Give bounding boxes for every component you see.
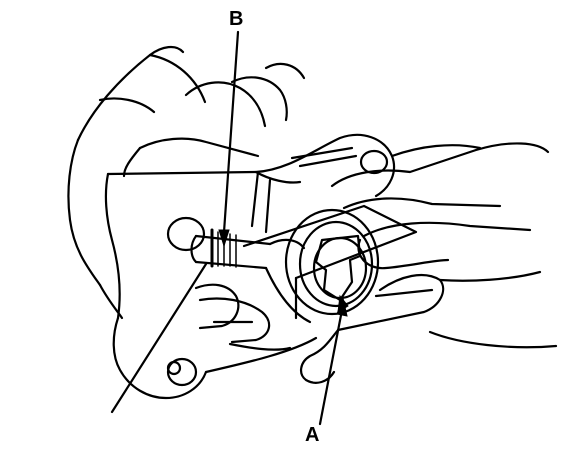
housing-edge-line xyxy=(110,262,208,414)
callout-label-a: A xyxy=(305,424,320,446)
callout-label-b: B xyxy=(229,8,244,30)
shaft-gear-b xyxy=(166,216,272,270)
left-hand-fingers xyxy=(98,283,292,351)
callout-a-leader xyxy=(318,296,348,426)
left-hand-outline xyxy=(67,45,306,287)
pump-housing xyxy=(104,133,396,400)
right-hand-outline xyxy=(300,142,558,384)
rotor-assembly-a xyxy=(264,208,380,324)
callout-b-leader xyxy=(218,30,240,248)
